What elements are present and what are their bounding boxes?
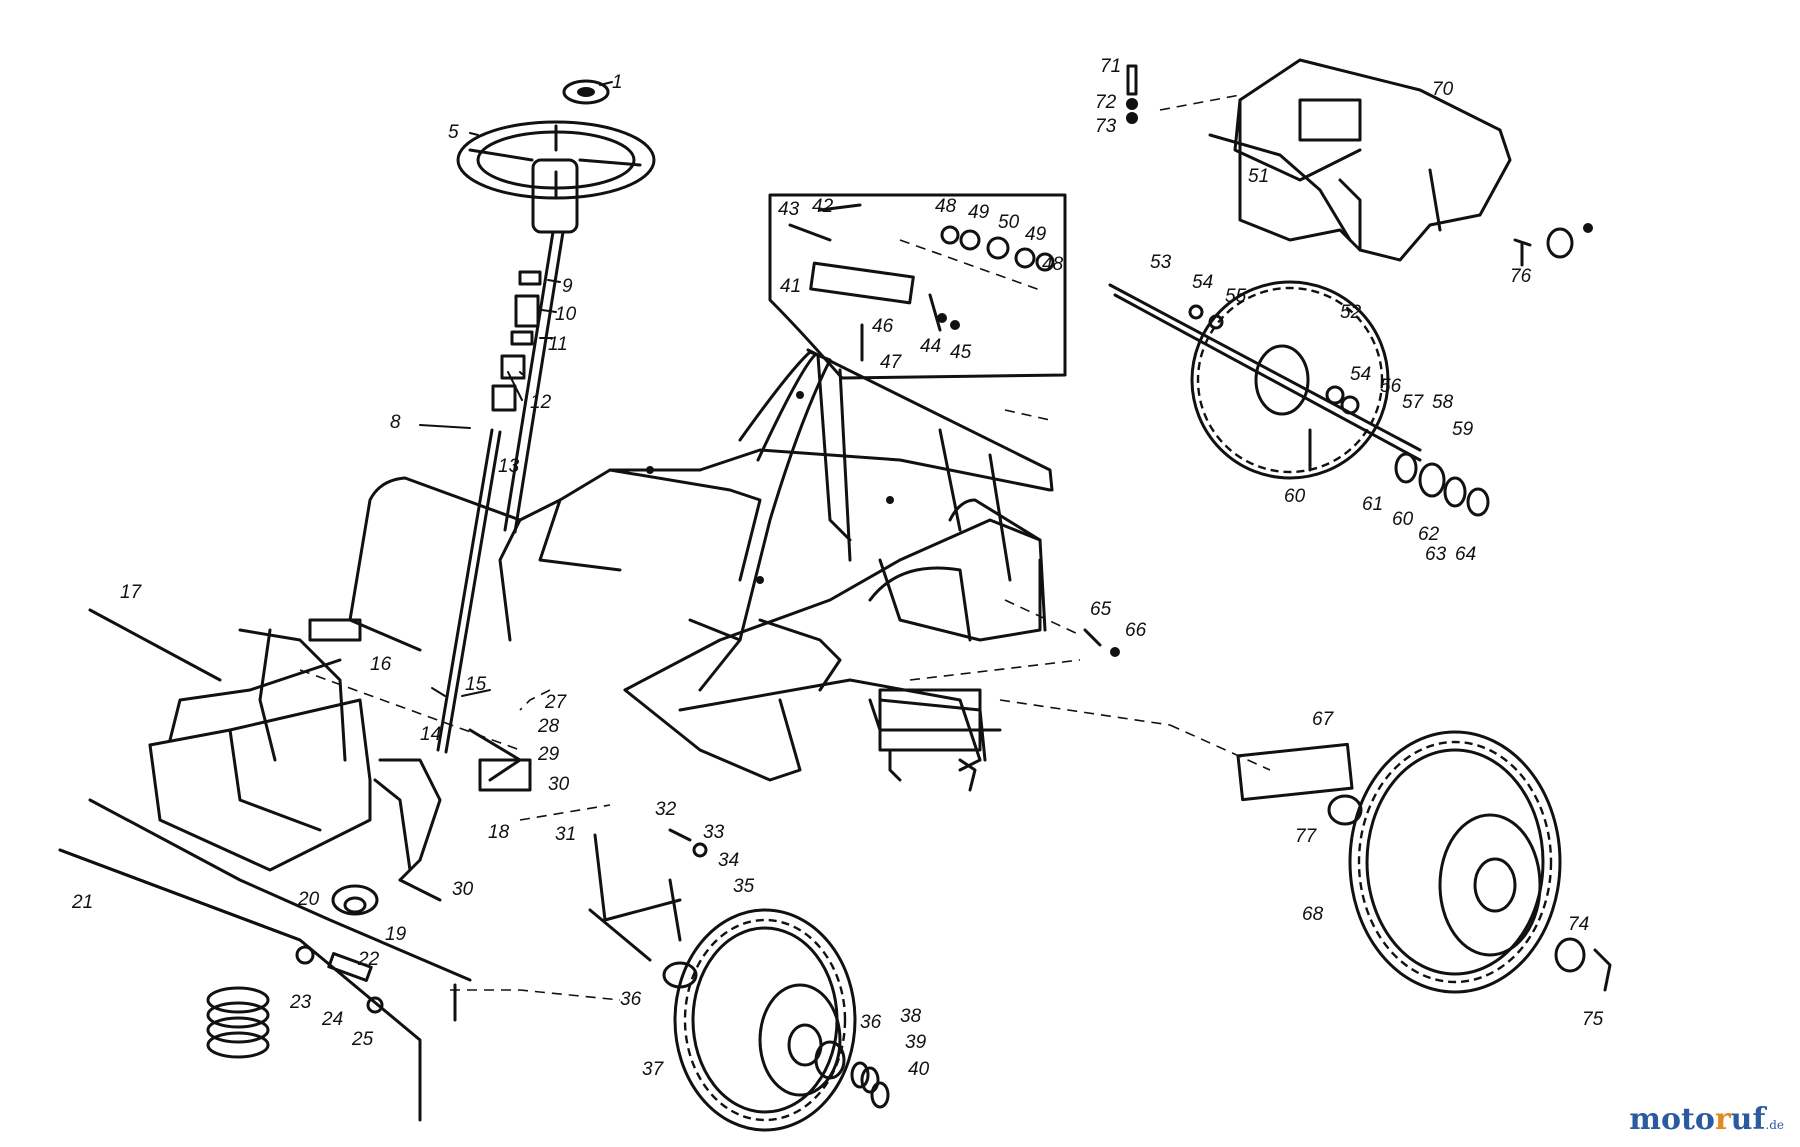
part-label: 16: [370, 654, 392, 675]
part-label: 30: [548, 774, 570, 795]
chain-guard: [1126, 58, 1512, 262]
part-label: 75: [1582, 1009, 1604, 1030]
part-label: 21: [71, 892, 93, 913]
part-label: 65: [1090, 599, 1112, 620]
part-label: 74: [1568, 914, 1589, 935]
part-label: 63: [1425, 544, 1447, 565]
watermark-part: moto: [1629, 1102, 1715, 1137]
part-label: 10: [555, 304, 577, 325]
part-label: 71: [1100, 56, 1121, 77]
part-label: 11: [548, 334, 568, 355]
part-label: 60: [1284, 486, 1306, 507]
front-wheel-assembly: [588, 828, 890, 1132]
rear-axle-assembly: [1108, 280, 1490, 517]
part-label: 54: [1350, 364, 1371, 385]
part-label: 48: [935, 196, 957, 217]
part-label: 49: [968, 202, 990, 223]
part-label: 67: [1312, 709, 1335, 730]
part-label: 50: [998, 212, 1020, 233]
part-label: 70: [1432, 79, 1454, 100]
part-label: 9: [562, 276, 573, 297]
part-label: 52: [1340, 302, 1362, 323]
part-label: 46: [872, 316, 894, 337]
part-label: 45: [950, 342, 972, 363]
small-hardware: [1083, 223, 1593, 657]
part-label: 55: [1225, 286, 1247, 307]
tie-rods: [58, 608, 472, 1122]
part-label: 31: [555, 824, 576, 845]
part-label: 22: [357, 949, 380, 970]
part-label: 51: [1248, 166, 1269, 187]
part-label: 40: [908, 1059, 930, 1080]
part-label: 77: [1295, 826, 1318, 847]
part-label: 33: [703, 822, 725, 843]
part-label: 66: [1125, 620, 1147, 641]
watermark-part: uf: [1730, 1102, 1766, 1137]
part-label: 76: [1510, 266, 1532, 287]
part-label: 56: [1380, 376, 1402, 397]
detail-inset: [768, 193, 1067, 380]
part-label: 13: [498, 456, 520, 477]
part-label: 35: [733, 876, 755, 897]
brand-watermark: motoruf.de: [1629, 1102, 1784, 1137]
part-label: 47: [880, 352, 903, 373]
part-labels: 1 5 9 10 11 12 8 13 17 16 15 14 27 28 29…: [71, 56, 1604, 1080]
part-label: 49: [1025, 224, 1047, 245]
part-label: 53: [1150, 252, 1172, 273]
part-label: 73: [1095, 116, 1117, 137]
part-label: 59: [1452, 419, 1474, 440]
part-label: 1: [612, 72, 623, 93]
front-axle-housing: [148, 618, 532, 902]
part-label: 68: [1302, 904, 1324, 925]
part-label: 64: [1455, 544, 1476, 565]
part-label: 17: [120, 582, 143, 603]
part-label: 28: [537, 716, 560, 737]
part-label: 36: [860, 1012, 882, 1033]
part-label: 57: [1402, 392, 1425, 413]
part-label: 20: [297, 889, 320, 910]
part-label: 39: [905, 1032, 927, 1053]
part-label: 30: [452, 879, 474, 900]
part-label: 5: [448, 122, 459, 143]
rear-wheel-assembly: [999, 699, 1612, 994]
part-label: 44: [920, 336, 941, 357]
part-label: 38: [900, 1006, 922, 1027]
part-label: 15: [465, 674, 487, 695]
part-label: 42: [812, 196, 834, 217]
part-label: 54: [1192, 272, 1213, 293]
part-label: 43: [778, 199, 800, 220]
main-frame: [348, 348, 1054, 792]
part-label: 24: [321, 1009, 343, 1030]
leader-lines: [299, 81, 1081, 1001]
watermark-part: .de: [1765, 1118, 1784, 1132]
steering-assembly: [419, 79, 656, 754]
part-label: 62: [1418, 524, 1440, 545]
part-label: 12: [530, 392, 552, 413]
part-label: 27: [544, 692, 568, 713]
part-label: 72: [1095, 92, 1117, 113]
part-label: 61: [1362, 494, 1383, 515]
part-label: 41: [780, 276, 801, 297]
part-label: 23: [289, 992, 312, 1013]
part-label: 25: [351, 1029, 374, 1050]
part-label: 14: [420, 724, 441, 745]
part-label: 36: [620, 989, 642, 1010]
part-label: 18: [488, 822, 510, 843]
part-label: 8: [390, 412, 401, 433]
part-label: 34: [718, 850, 739, 871]
part-label: 37: [642, 1059, 665, 1080]
part-label: 19: [385, 924, 407, 945]
part-label: 29: [537, 744, 560, 765]
part-label: 48: [1042, 254, 1064, 275]
part-label: 32: [655, 799, 677, 820]
part-label: 60: [1392, 509, 1414, 530]
part-label: 58: [1432, 392, 1454, 413]
watermark-part: r: [1714, 1102, 1731, 1137]
